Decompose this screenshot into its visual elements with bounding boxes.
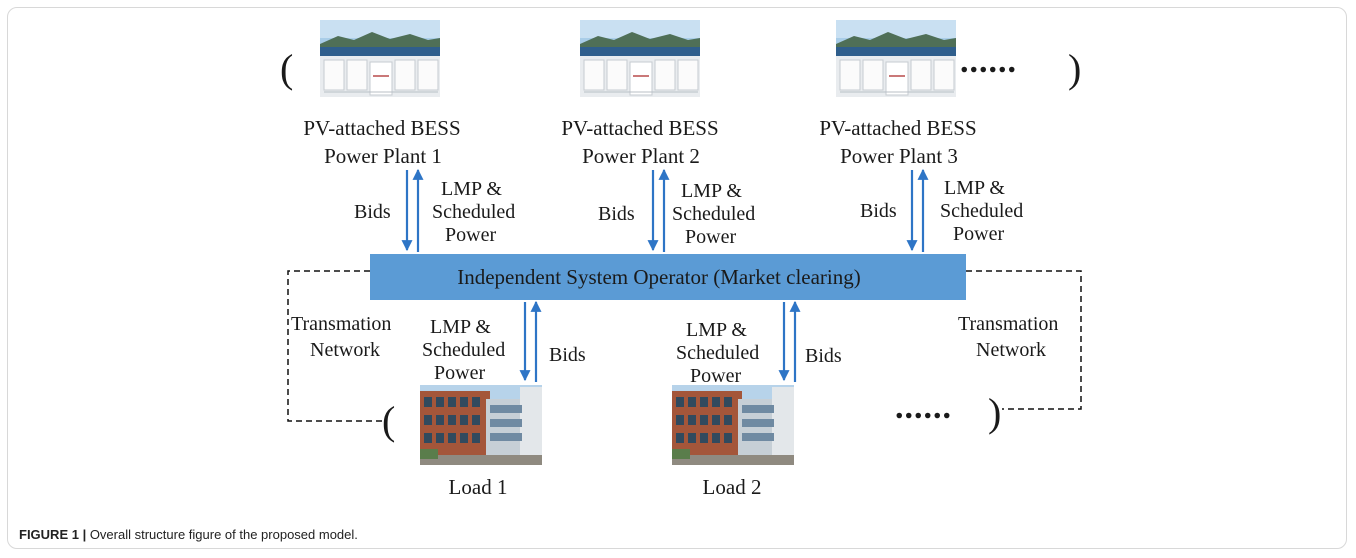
- plant-1-lmp-label-3: Power: [445, 224, 496, 246]
- plant-2-bids-label: Bids: [598, 203, 635, 225]
- load-2-lmp-label-2: Scheduled: [676, 342, 759, 364]
- plant-1-label-line2: Power Plant 1: [324, 144, 442, 168]
- plant-2-lmp-label-2: Scheduled: [672, 203, 755, 225]
- load-1-image: [420, 385, 542, 465]
- plant-2-lmp-label-1: LMP &: [681, 180, 742, 202]
- load-1-lmp-label-2: Scheduled: [422, 339, 505, 361]
- plant-1-lmp-label-1: LMP &: [441, 178, 502, 200]
- caption-text: Overall structure figure of the proposed…: [86, 527, 358, 542]
- pv-plant-1-image: [319, 19, 441, 98]
- load-1-bids-label: Bids: [549, 344, 586, 366]
- network-left-line1: Transmation: [291, 313, 391, 335]
- transmission-line-left: [287, 270, 382, 422]
- plant-3-label-line2: Power Plant 3: [840, 144, 958, 168]
- network-right-line1: Transmation: [958, 313, 1058, 335]
- plant-2-lmp-label-3: Power: [685, 226, 736, 248]
- iso-box: [370, 254, 966, 300]
- plant-3-bids-label: Bids: [860, 200, 897, 222]
- load-2-lmp-label-3: Power: [690, 365, 741, 387]
- figure-caption: FIGURE 1 | Overall structure figure of t…: [19, 527, 358, 542]
- load-2-lmp-label-1: LMP &: [686, 319, 747, 341]
- structure-diagram: ( ...... ) PV-attached BESS Power Plant …: [280, 19, 1082, 499]
- bottom-open-paren: (: [382, 398, 395, 443]
- load-2-bids-label: Bids: [805, 345, 842, 367]
- load-2-image: [672, 385, 794, 465]
- network-right-line2: Network: [976, 339, 1046, 361]
- bottom-close-paren: ): [988, 390, 1001, 435]
- plant-3-label-line1: PV-attached BESS: [819, 116, 976, 140]
- plant-2-label-line1: PV-attached BESS: [561, 116, 718, 140]
- plant-3-lmp-label-2: Scheduled: [940, 200, 1023, 222]
- pv-plant-2-image: [579, 19, 701, 98]
- plant-3-lmp-label-1: LMP &: [944, 177, 1005, 199]
- pv-plant-3-image: [835, 19, 957, 98]
- load-1-lmp-label-3: Power: [434, 362, 485, 384]
- plant-1-bids-label: Bids: [354, 201, 391, 223]
- plant-1-label-line1: PV-attached BESS: [303, 116, 460, 140]
- top-open-paren: (: [280, 46, 293, 91]
- plant-3-lmp-label-3: Power: [953, 223, 1004, 245]
- load-1-lmp-label-1: LMP &: [430, 316, 491, 338]
- plant-2-label-line2: Power Plant 2: [582, 144, 700, 168]
- top-close-paren: ): [1068, 46, 1081, 91]
- load-1-label: Load 1: [449, 475, 508, 499]
- iso-label: Independent System Operator (Market clea…: [457, 265, 861, 289]
- load-2-label: Load 2: [703, 475, 762, 499]
- transmission-line-right: [966, 270, 1082, 410]
- caption-prefix: FIGURE 1 |: [19, 527, 87, 542]
- top-ellipsis: ......: [960, 43, 1017, 80]
- bottom-ellipsis: ......: [895, 389, 952, 426]
- network-left-line2: Network: [310, 339, 380, 361]
- plant-1-lmp-label-2: Scheduled: [432, 201, 515, 223]
